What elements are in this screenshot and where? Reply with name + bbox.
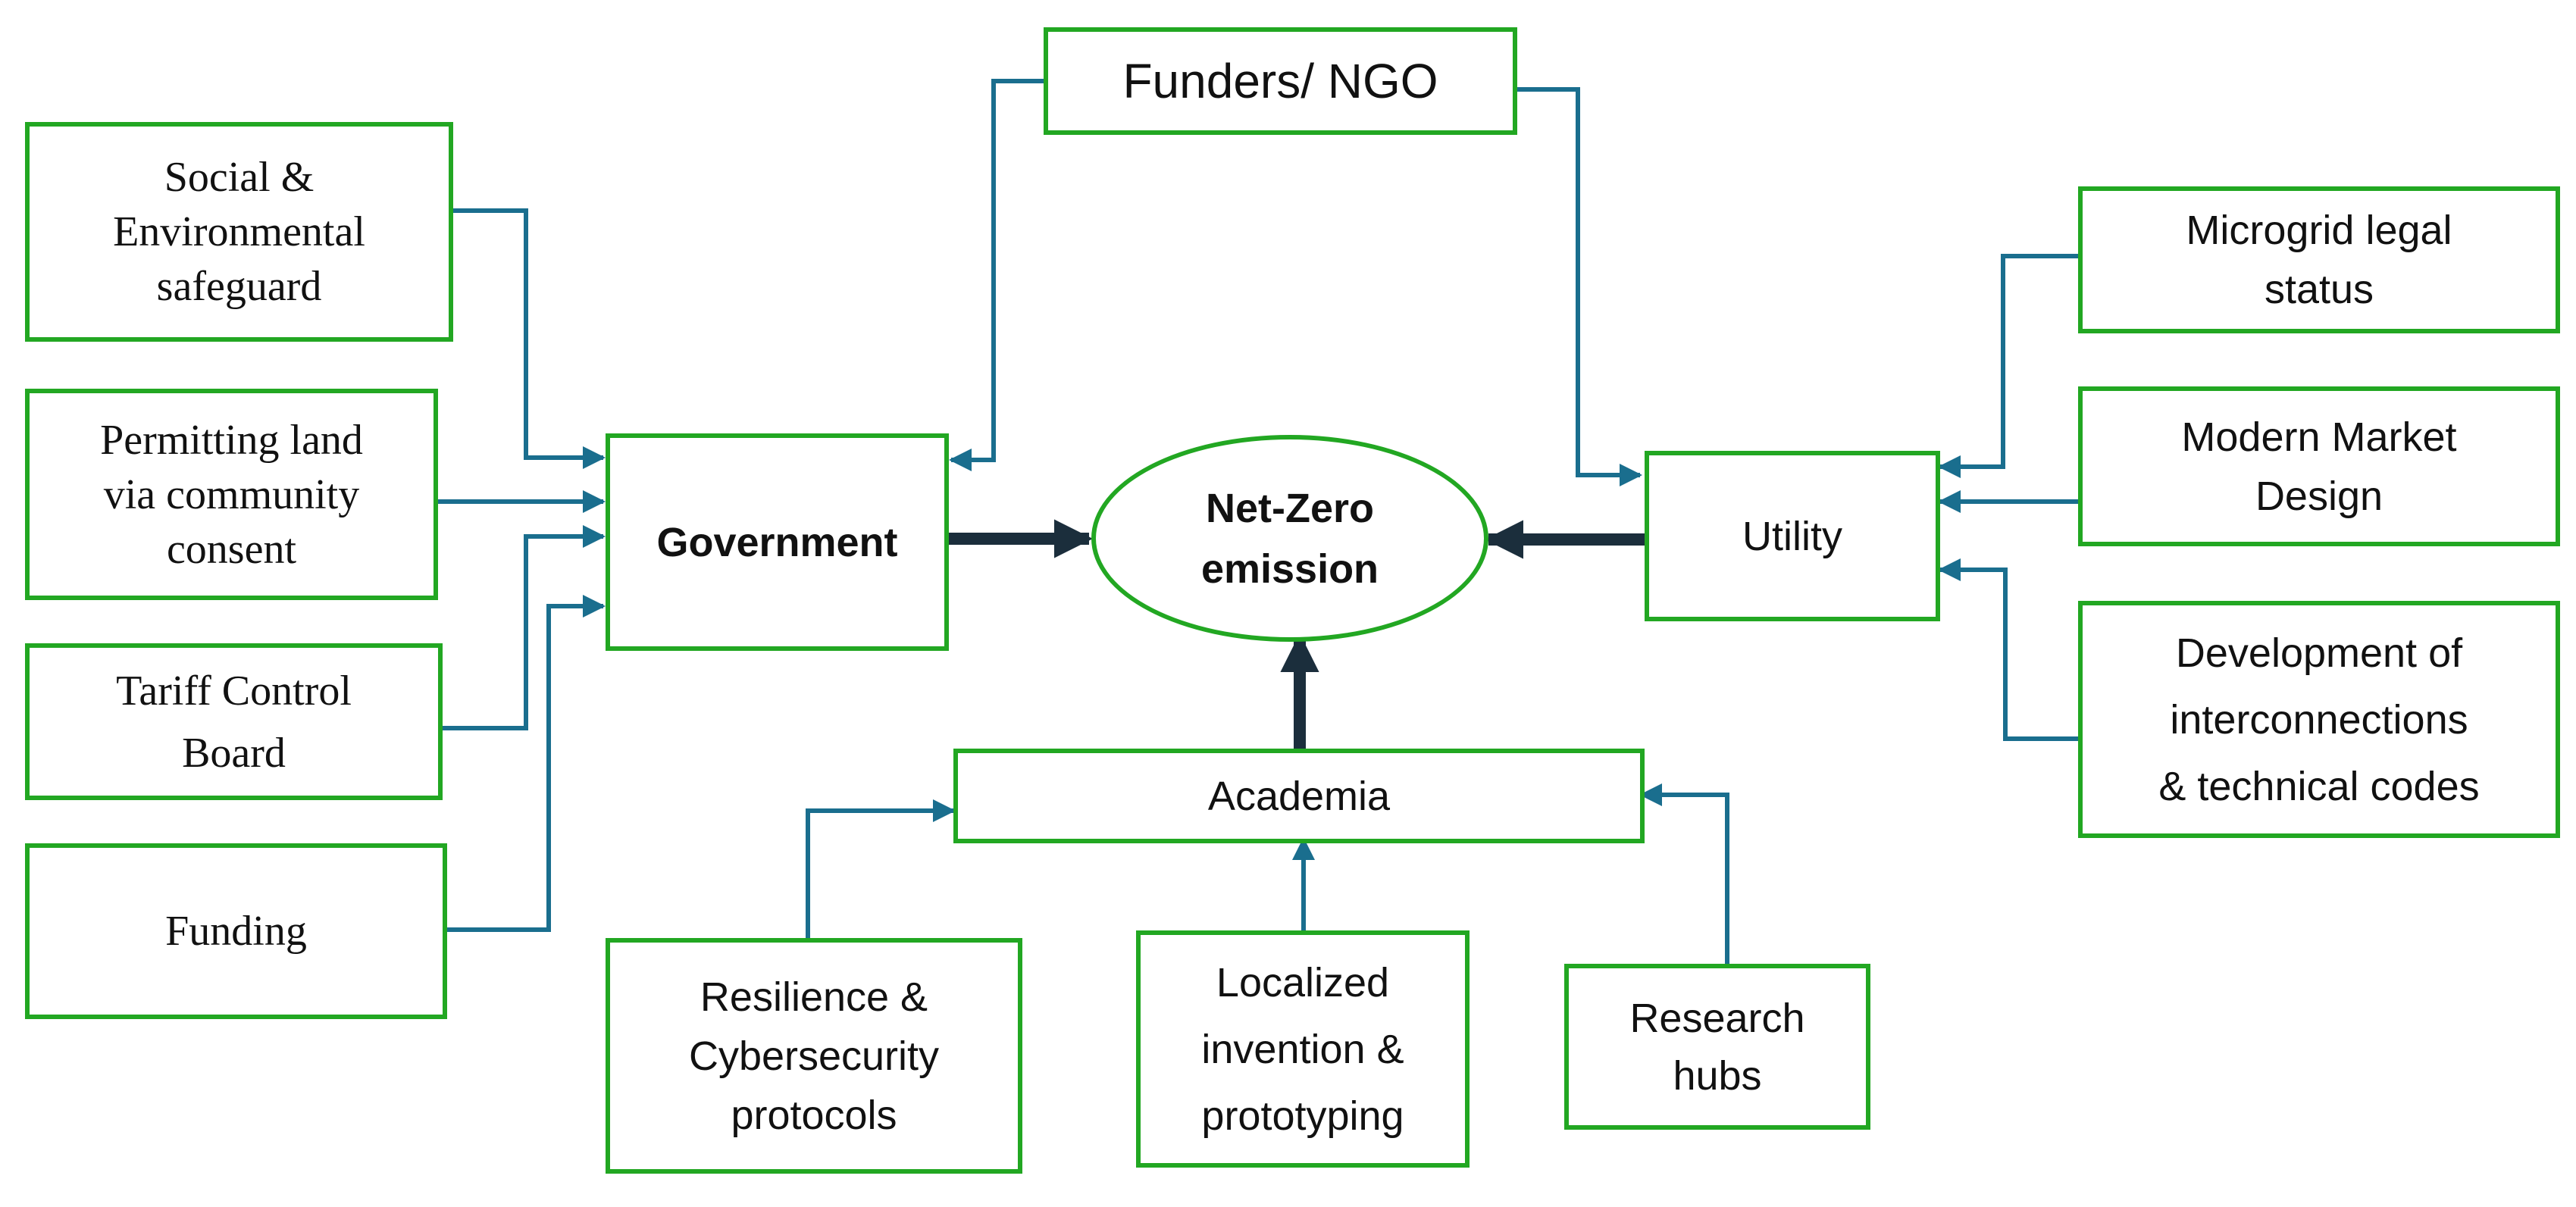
tariff-control-board-box: Tariff Control Board bbox=[25, 643, 443, 800]
connector-funding-to-government bbox=[447, 595, 606, 932]
permitting-land-box: Permitting land via community consent bbox=[25, 389, 438, 600]
localized-invention-box: Localized invention & prototyping bbox=[1136, 930, 1470, 1168]
research-hubs-box: Research hubs bbox=[1564, 964, 1870, 1130]
connector-resilience-to-academia bbox=[806, 799, 956, 941]
social-environmental-safeguard-box: Social & Environmental safeguard bbox=[25, 122, 453, 342]
connector-microgrid-to-utility bbox=[1938, 254, 2078, 478]
connector-research-to-academia bbox=[1639, 783, 1729, 966]
funders-ngo-box: Funders/ NGO bbox=[1044, 27, 1517, 135]
utility-box: Utility bbox=[1645, 451, 1940, 621]
interconnections-technical-codes-box: Development of interconnections & techni… bbox=[2078, 601, 2560, 838]
microgrid-legal-status-box: Microgrid legal status bbox=[2078, 186, 2560, 333]
connector-funders-to-utility bbox=[1517, 87, 1642, 486]
net-zero-emission-ellipse: Net-Zero emission bbox=[1091, 435, 1488, 642]
funding-box: Funding bbox=[25, 843, 447, 1019]
connector-funders-to-government bbox=[949, 79, 1044, 471]
modern-market-design-box: Modern Market Design bbox=[2078, 386, 2560, 546]
connector-interconnections-to-utility bbox=[1938, 558, 2078, 741]
connector-tariff-to-government bbox=[443, 525, 606, 730]
resilience-cybersecurity-box: Resilience & Cybersecurity protocols bbox=[606, 938, 1022, 1174]
connector-social-to-government bbox=[453, 208, 606, 469]
academia-box: Academia bbox=[953, 749, 1645, 843]
government-box: Government bbox=[606, 433, 949, 651]
